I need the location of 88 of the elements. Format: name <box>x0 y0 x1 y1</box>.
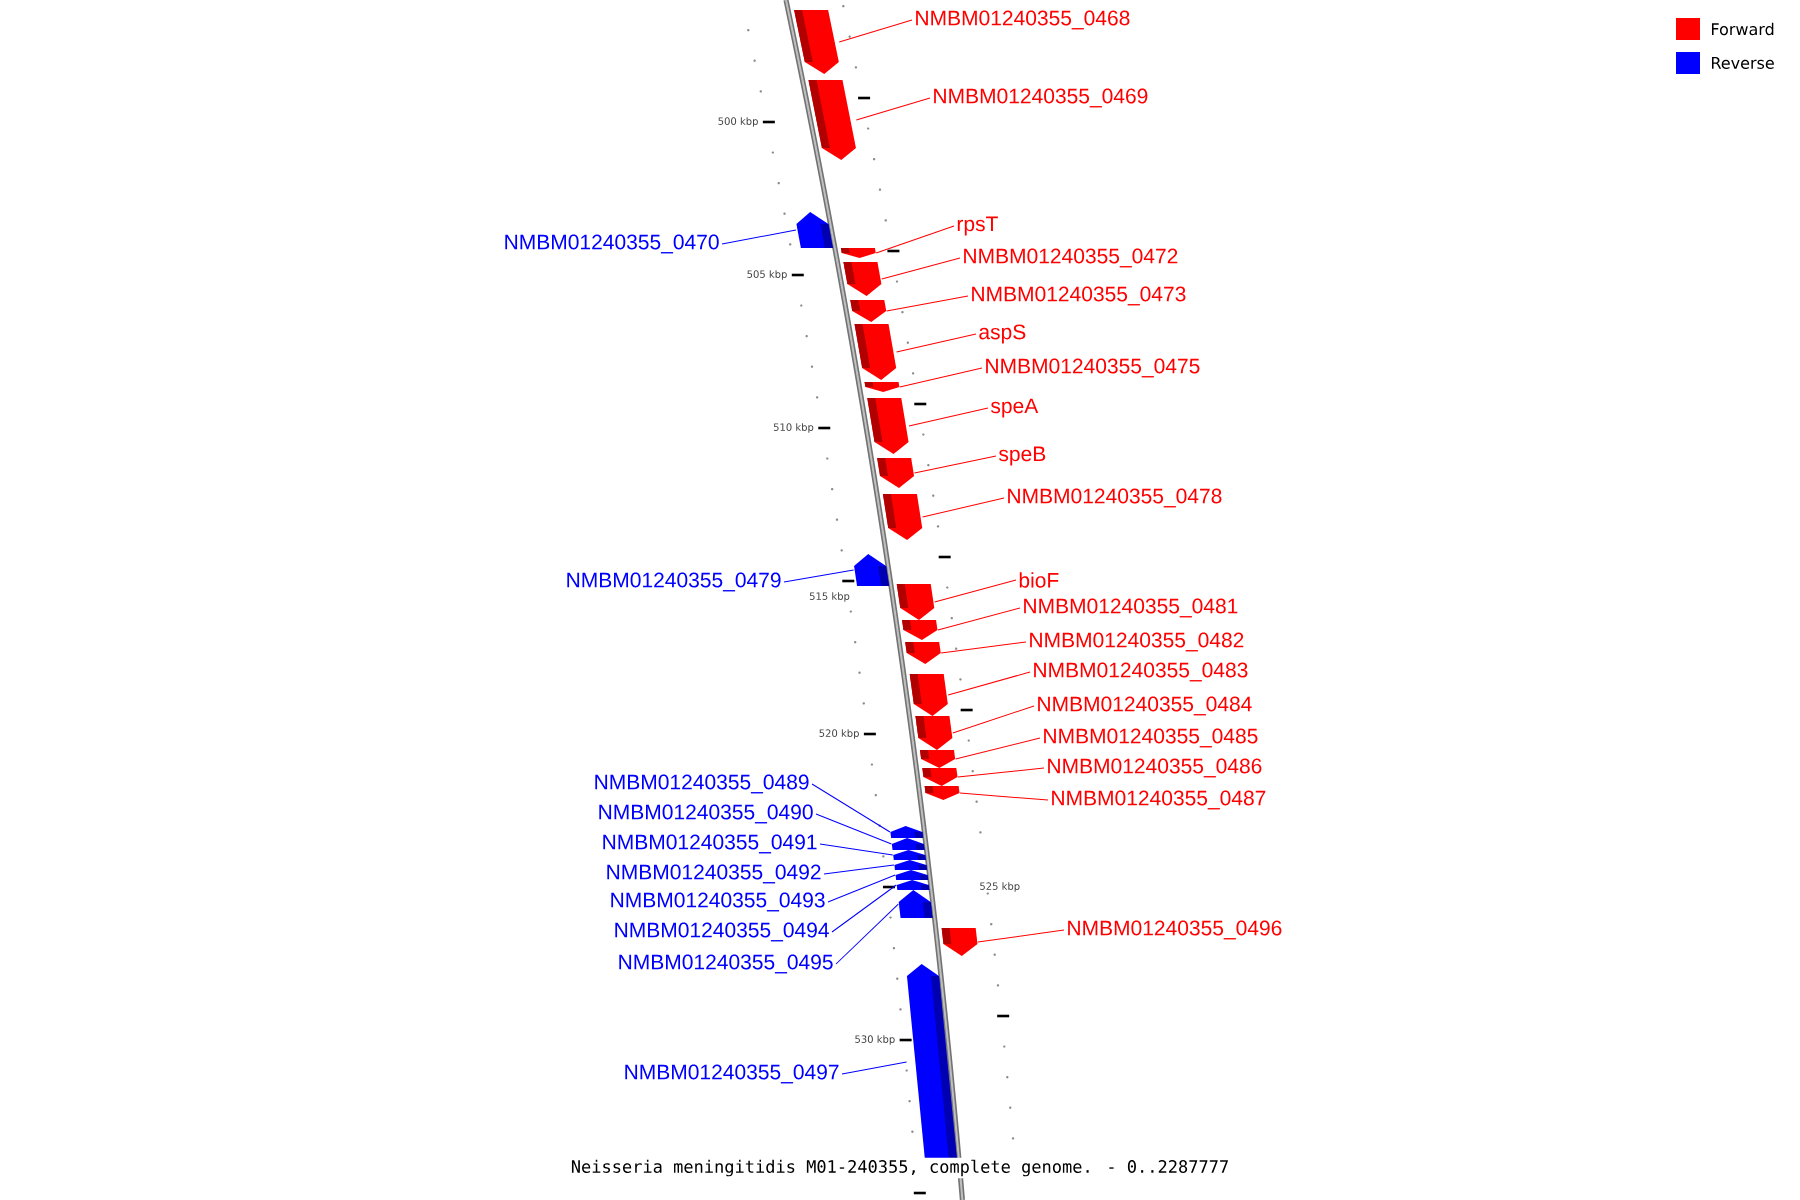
leader-line <box>835 903 899 965</box>
gene-block <box>905 642 941 664</box>
leader-line <box>841 1061 908 1075</box>
leader-line <box>940 641 1027 654</box>
gene-label: NMBM01240355_0495 <box>619 954 833 974</box>
gene-label: NMBM01240355_0484 <box>1038 696 1252 716</box>
gene-block <box>877 458 915 488</box>
gene-block <box>840 248 876 258</box>
gene-label: NMBM01240355_0475 <box>986 358 1200 378</box>
legend-label: Reverse <box>1712 57 1774 69</box>
gene-label: NMBM01240355_0481 <box>1024 598 1238 618</box>
gene-block <box>895 870 929 880</box>
leader-line <box>977 929 1065 943</box>
gene-block <box>808 80 856 160</box>
gene-label: speA <box>991 398 1039 418</box>
gene-block <box>850 300 887 322</box>
legend-label: Forward <box>1712 22 1774 36</box>
gene-block <box>864 382 900 392</box>
leader-line <box>952 705 1035 734</box>
gene-label: NMBM01240355_0482 <box>1030 632 1244 652</box>
gene-label: NMBM01240355_0496 <box>1068 920 1282 940</box>
leader-line <box>896 333 977 353</box>
leader-line <box>922 497 1005 518</box>
gene-block <box>894 860 927 870</box>
gene-label: NMBM01240355_0483 <box>1034 662 1248 682</box>
leader-line <box>899 367 983 388</box>
leader-line <box>819 843 894 856</box>
gene-label: rpsT <box>957 216 998 236</box>
gene-label: NMBM01240355_0468 <box>916 10 1130 30</box>
leader-line <box>838 19 913 43</box>
gene-label: NMBM01240355_0494 <box>615 922 829 942</box>
gene-block <box>902 620 938 640</box>
leader-line <box>875 225 955 254</box>
gene-label: aspS <box>979 324 1026 344</box>
gene-block <box>891 838 925 850</box>
gene-block <box>896 584 935 620</box>
leader-line <box>957 767 1045 778</box>
leader-line <box>823 864 895 875</box>
leader-line <box>934 579 1017 603</box>
gene-label: NMBM01240355_0487 <box>1052 790 1266 810</box>
leader-line <box>831 884 897 933</box>
gene-block <box>882 494 923 540</box>
gene-block <box>915 716 953 750</box>
gene-label: NMBM01240355_0479 <box>567 572 781 592</box>
gene-label: speB <box>999 446 1046 466</box>
gene-label: NMBM01240355_0486 <box>1048 758 1262 778</box>
gene-label: NMBM01240355_0491 <box>603 834 817 854</box>
gene-block <box>922 768 958 786</box>
leader-line <box>914 455 997 474</box>
gene-label: NMBM01240355_0478 <box>1008 488 1222 508</box>
gene-block <box>941 928 978 956</box>
leader-line <box>855 97 931 121</box>
leader-line <box>783 569 855 583</box>
gene-block <box>906 964 957 1160</box>
gene-block <box>924 786 960 800</box>
gene-label: NMBM01240355_0470 <box>505 234 719 254</box>
gene-block <box>854 554 890 586</box>
gene-block <box>794 10 839 74</box>
gene-label: bioF <box>1019 572 1059 588</box>
gene-block <box>890 826 924 838</box>
gene-label: NMBM01240355_0472 <box>964 248 1178 268</box>
leader-line <box>947 671 1031 696</box>
gene-label: NMBM01240355_0490 <box>599 804 813 824</box>
leader-line <box>908 407 989 427</box>
gene-block <box>867 398 909 454</box>
leader-line <box>815 813 892 845</box>
gene-label: NMBM01240355_0489 <box>595 774 809 794</box>
caption: Neisseria meningitidis M01-240355, complete genome. - 0..2287777 <box>568 1157 1232 1179</box>
leader-line <box>881 257 961 280</box>
gene-label: NMBM01240355_0497 <box>625 1064 839 1084</box>
gene-block <box>843 262 882 296</box>
gene-label: NMBM01240355_0485 <box>1044 728 1258 748</box>
leader-line <box>811 783 891 833</box>
leader-line <box>959 792 1049 801</box>
gene-block <box>896 880 930 890</box>
gene-block <box>909 674 948 716</box>
gene-label: NMBM01240355_0473 <box>972 286 1186 306</box>
leader-line <box>955 737 1041 760</box>
gene-label: NMBM01240355_0492 <box>607 864 821 884</box>
leader-line <box>937 607 1021 631</box>
gene-label: NMBM01240355_0469 <box>934 88 1148 108</box>
leader-line <box>721 229 797 245</box>
gene-block <box>796 212 833 248</box>
gene-label: NMBM01240355_0493 <box>611 892 825 912</box>
gene-block <box>919 750 956 768</box>
gene-block <box>893 850 926 860</box>
leader-line <box>827 874 896 903</box>
leader-line <box>886 295 969 312</box>
